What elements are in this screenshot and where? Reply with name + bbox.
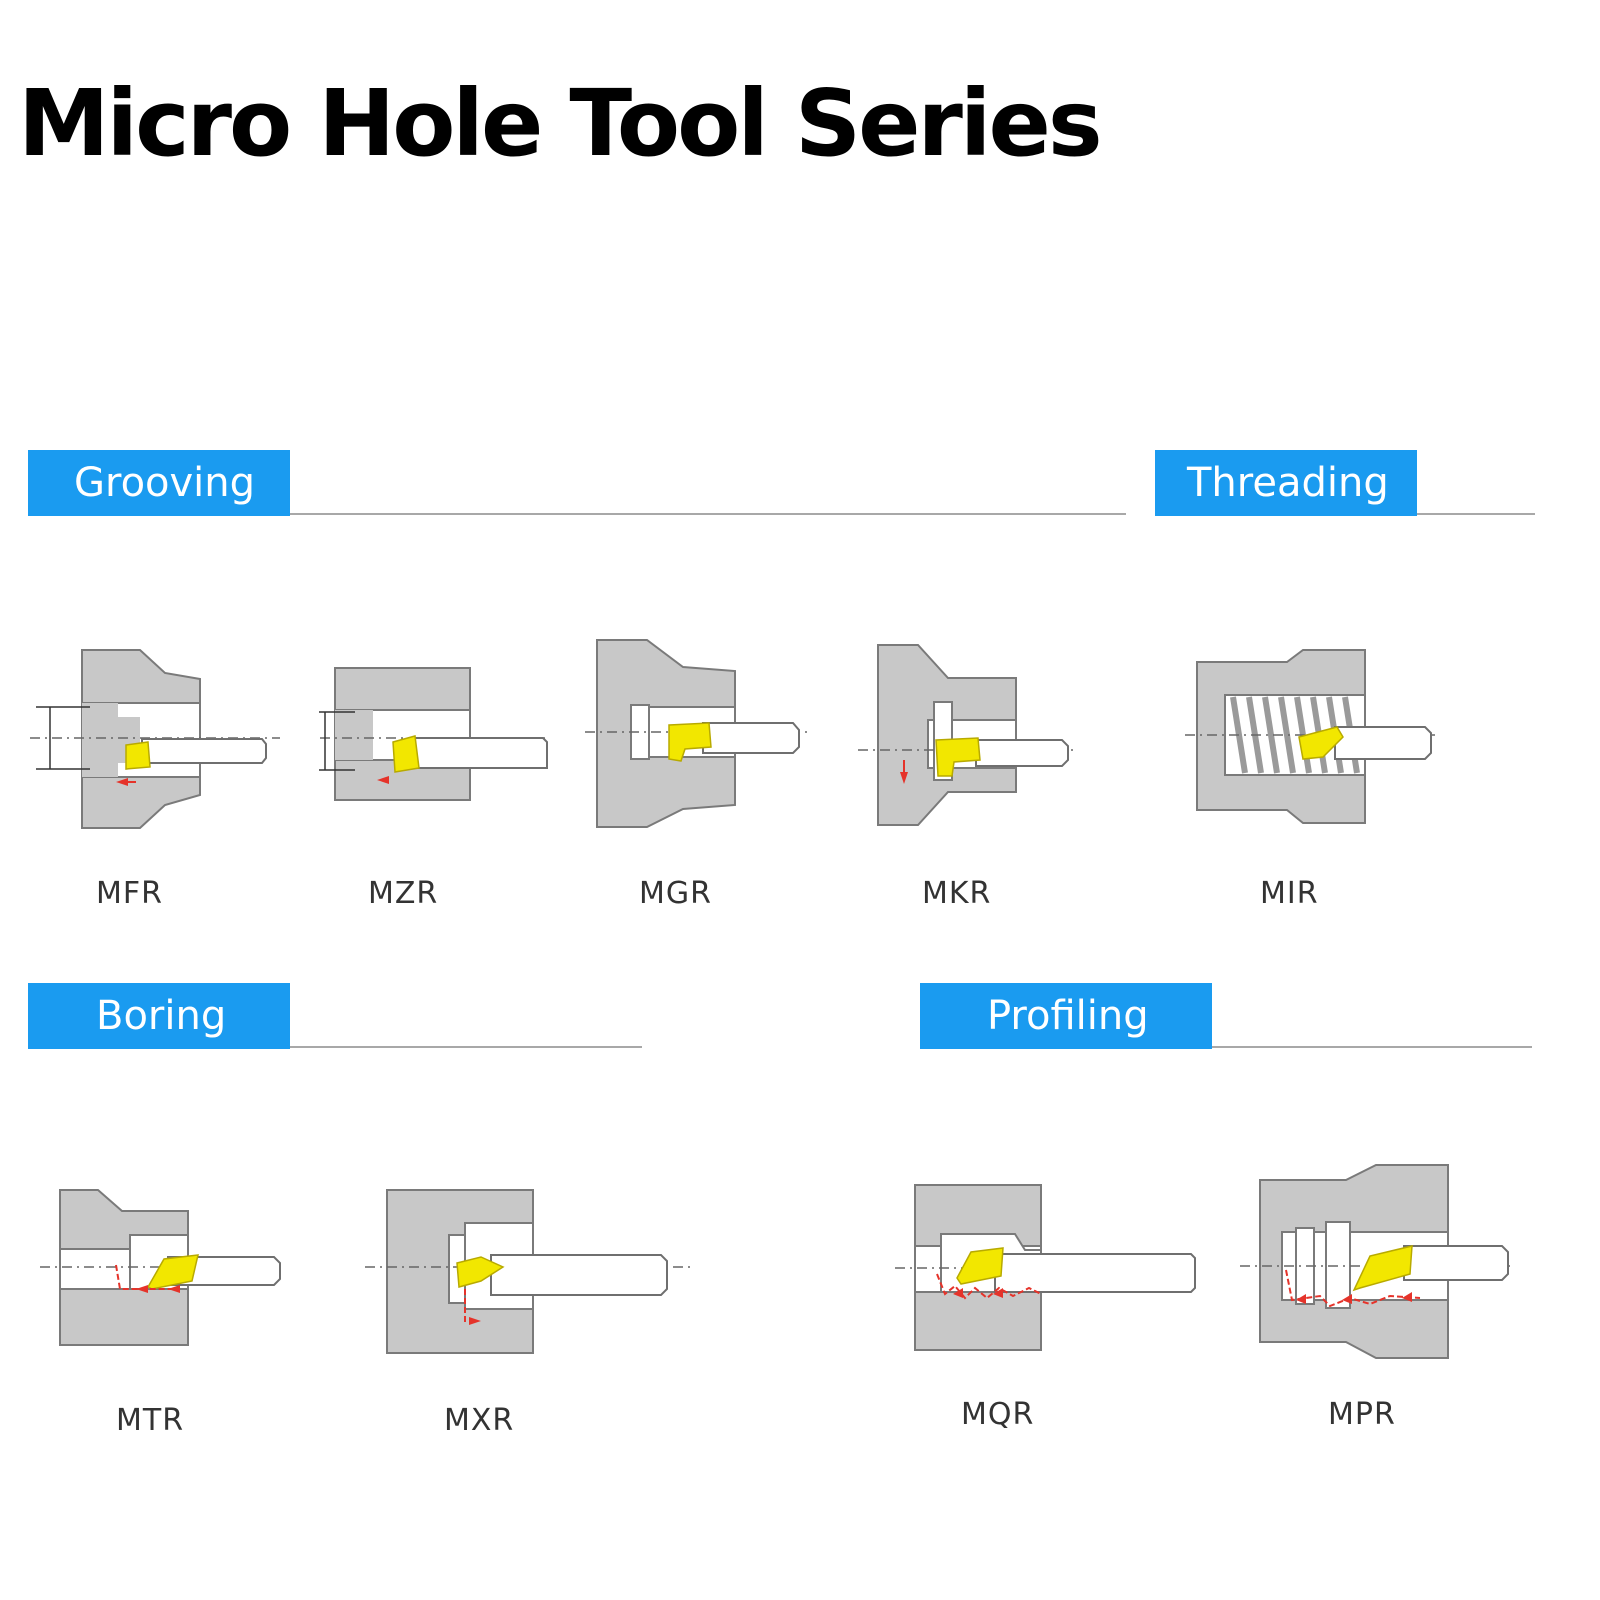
- tool-diagram-mtr: [40, 1189, 282, 1346]
- tool-label: MTR: [116, 1403, 185, 1438]
- page-title: Micro Hole Tool Series: [18, 70, 1103, 177]
- tool-diagram-mxr: [365, 1189, 695, 1354]
- section-tab-boring: Boring: [28, 983, 290, 1049]
- tool-diagram-mir: [1185, 649, 1435, 824]
- tool-diagram-mpr: [1240, 1164, 1510, 1359]
- tool-label: MIR: [1260, 876, 1319, 911]
- tool-label: MGR: [639, 876, 712, 911]
- tool-label: MQR: [961, 1397, 1035, 1432]
- section-divider: [1417, 513, 1535, 515]
- tool-diagram-mzr: [319, 667, 548, 801]
- section-tab-grooving: Grooving: [28, 450, 290, 516]
- tool-diagram-mkr: [858, 644, 1078, 826]
- tool-label: MKR: [922, 876, 992, 911]
- tool-diagram-mfr: [30, 649, 280, 829]
- tool-diagram-mgr: [585, 639, 807, 828]
- tool-label: MXR: [444, 1403, 515, 1438]
- tool-label: MZR: [368, 876, 439, 911]
- tool-label: MPR: [1328, 1397, 1396, 1432]
- section-divider: [1212, 1046, 1532, 1048]
- section-tab-threading: Threading: [1155, 450, 1417, 516]
- tool-label: MFR: [96, 876, 163, 911]
- section-divider: [290, 1046, 642, 1048]
- section-tab-profiling: Profiling: [920, 983, 1212, 1049]
- tool-diagram-mqr: [895, 1184, 1196, 1351]
- section-divider: [290, 513, 1126, 515]
